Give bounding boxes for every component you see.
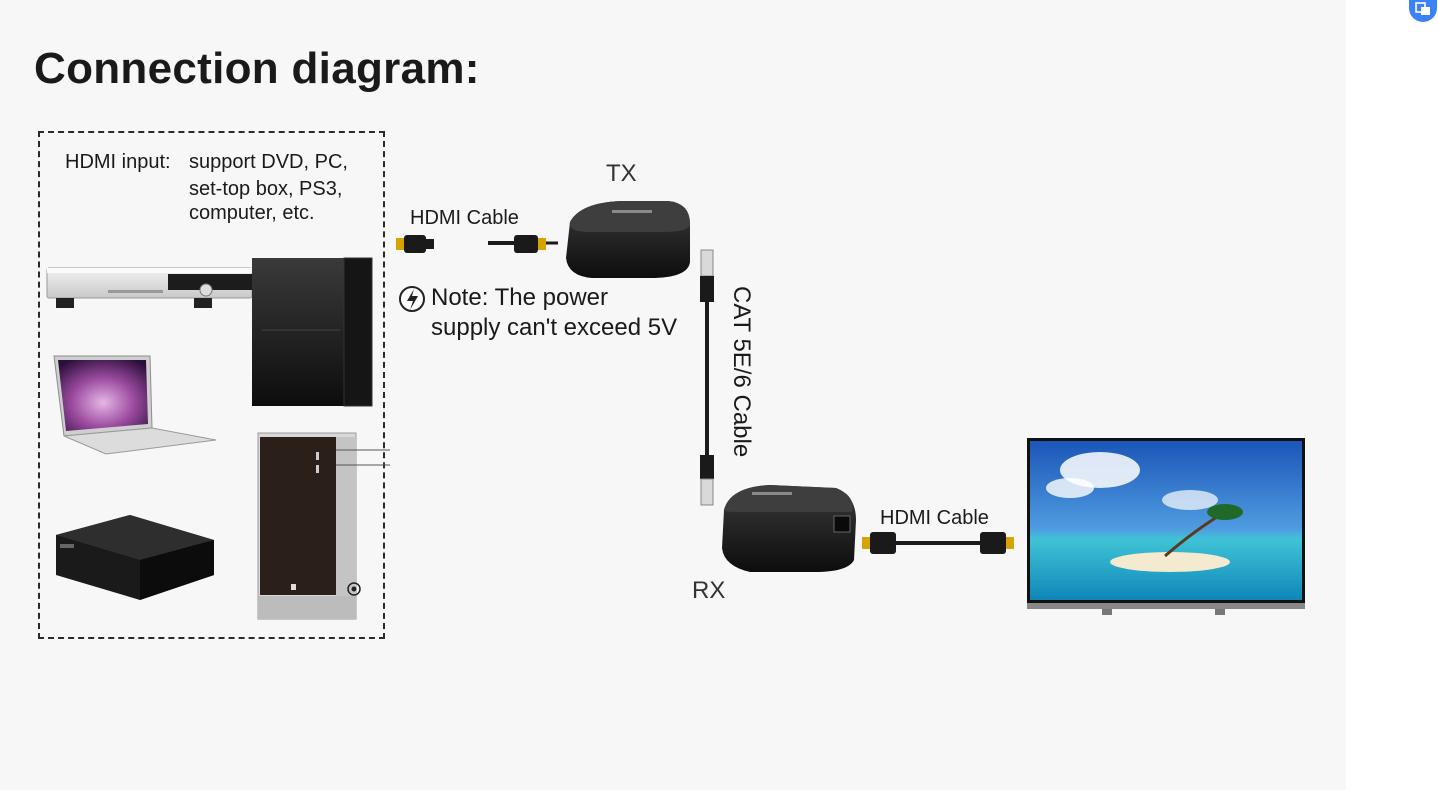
hdmi-cable-rx [862,532,1014,554]
input-desc-line2: set-top box, PS3, [189,178,343,200]
dvd-player-image [46,267,253,308]
rx-label: RX [692,577,726,604]
note-line1: Note: The power [431,284,608,311]
tx-label: TX [606,160,637,187]
hdmi-cable-tx-label: HDMI Cable [410,207,519,229]
input-desc-line1: support DVD, PC, [189,151,348,173]
cat-cable-label: CAT 5E/6 Cable [728,286,755,458]
page-title: Connection diagram: [34,44,480,93]
set-top-box-image [56,515,214,600]
desktop-pc-image [257,432,390,620]
diagram-art [46,201,1305,620]
hdmi-cable-rx-label: HDMI Cable [880,507,989,529]
tx-unit-image [566,201,690,278]
cat-cable [700,249,714,506]
translate-button[interactable] [1409,0,1437,22]
hdmi-input-label: HDMI input: [65,151,171,173]
rx-unit-image [722,485,856,572]
input-desc-line3: computer, etc. [189,202,315,224]
note-line2: supply can't exceed 5V [431,314,678,341]
ps3-console-image [252,257,373,407]
tv-image [1027,438,1305,615]
input-devices-box [38,131,385,639]
hdmi-cable-tx [396,235,558,253]
right-margin [1346,0,1438,790]
power-icon [399,286,425,312]
translate-icon [1415,2,1430,15]
laptop-image [53,355,217,455]
